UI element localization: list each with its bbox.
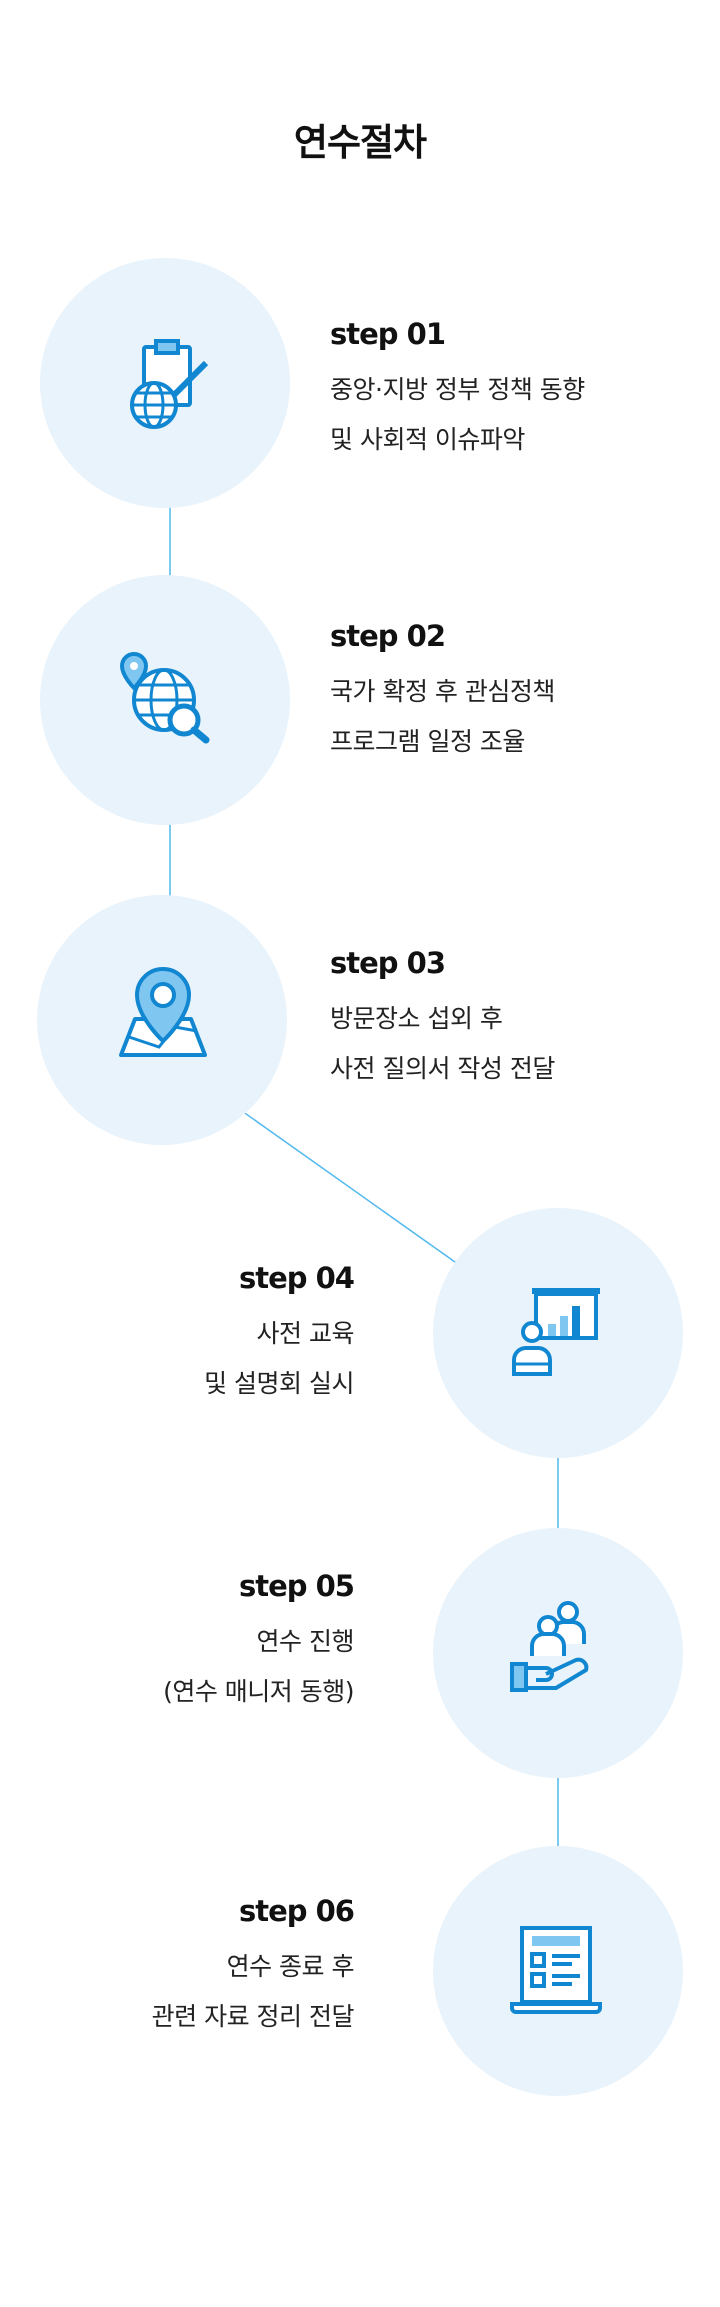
step-03: step 03 방문장소 섭외 후 사전 질의서 작성 전달 — [330, 946, 555, 1094]
map-pin-icon — [119, 966, 207, 1057]
step-description-line-1: 사전 교육 — [256, 1319, 355, 1348]
globe-search-icon — [119, 651, 210, 744]
clipboard-globe-icon — [130, 339, 209, 429]
step-description-line-1: 연수 종료 후 — [226, 1952, 355, 1981]
page-title: 연수절차 — [293, 121, 427, 164]
step-description-line-1: 중앙·지방 정부 정책 동향 — [330, 375, 585, 404]
step-description-line-1: 연수 진행 — [256, 1627, 355, 1656]
report-icon — [510, 1926, 602, 2014]
step-label: step 03 — [330, 946, 446, 980]
people-hand-icon — [510, 1601, 589, 1692]
step-description-line-1: 방문장소 섭외 후 — [330, 1004, 503, 1033]
step-description-line-2: 관련 자료 정리 전달 — [151, 2002, 355, 2031]
step-label: step 05 — [238, 1569, 355, 1603]
step-description-line-2: 및 사회적 이슈파악 — [330, 425, 525, 454]
step-label: step 06 — [238, 1894, 355, 1928]
step-label: step 01 — [330, 317, 446, 351]
step-05: step 05 연수 진행 (연수 매니저 동행) — [163, 1569, 355, 1717]
presentation-icon — [512, 1288, 600, 1376]
step-description-line-2: 사전 질의서 작성 전달 — [330, 1054, 555, 1083]
step-04: step 04 사전 교육 및 설명회 실시 — [204, 1261, 355, 1409]
step-description-line-2: 및 설명회 실시 — [204, 1369, 354, 1398]
step-description-line-2: 프로그램 일정 조율 — [330, 727, 525, 756]
step-06: step 06 연수 종료 후 관련 자료 정리 전달 — [151, 1894, 355, 2042]
step-label: step 04 — [238, 1261, 355, 1295]
step-01: step 01 중앙·지방 정부 정책 동향 및 사회적 이슈파악 — [330, 317, 585, 465]
step-description-line-1: 국가 확정 후 관심정책 — [330, 677, 555, 706]
step-label: step 02 — [330, 619, 446, 653]
step-description-line-2: (연수 매니저 동행) — [163, 1677, 354, 1706]
step-02: step 02 국가 확정 후 관심정책 프로그램 일정 조율 — [330, 619, 555, 767]
